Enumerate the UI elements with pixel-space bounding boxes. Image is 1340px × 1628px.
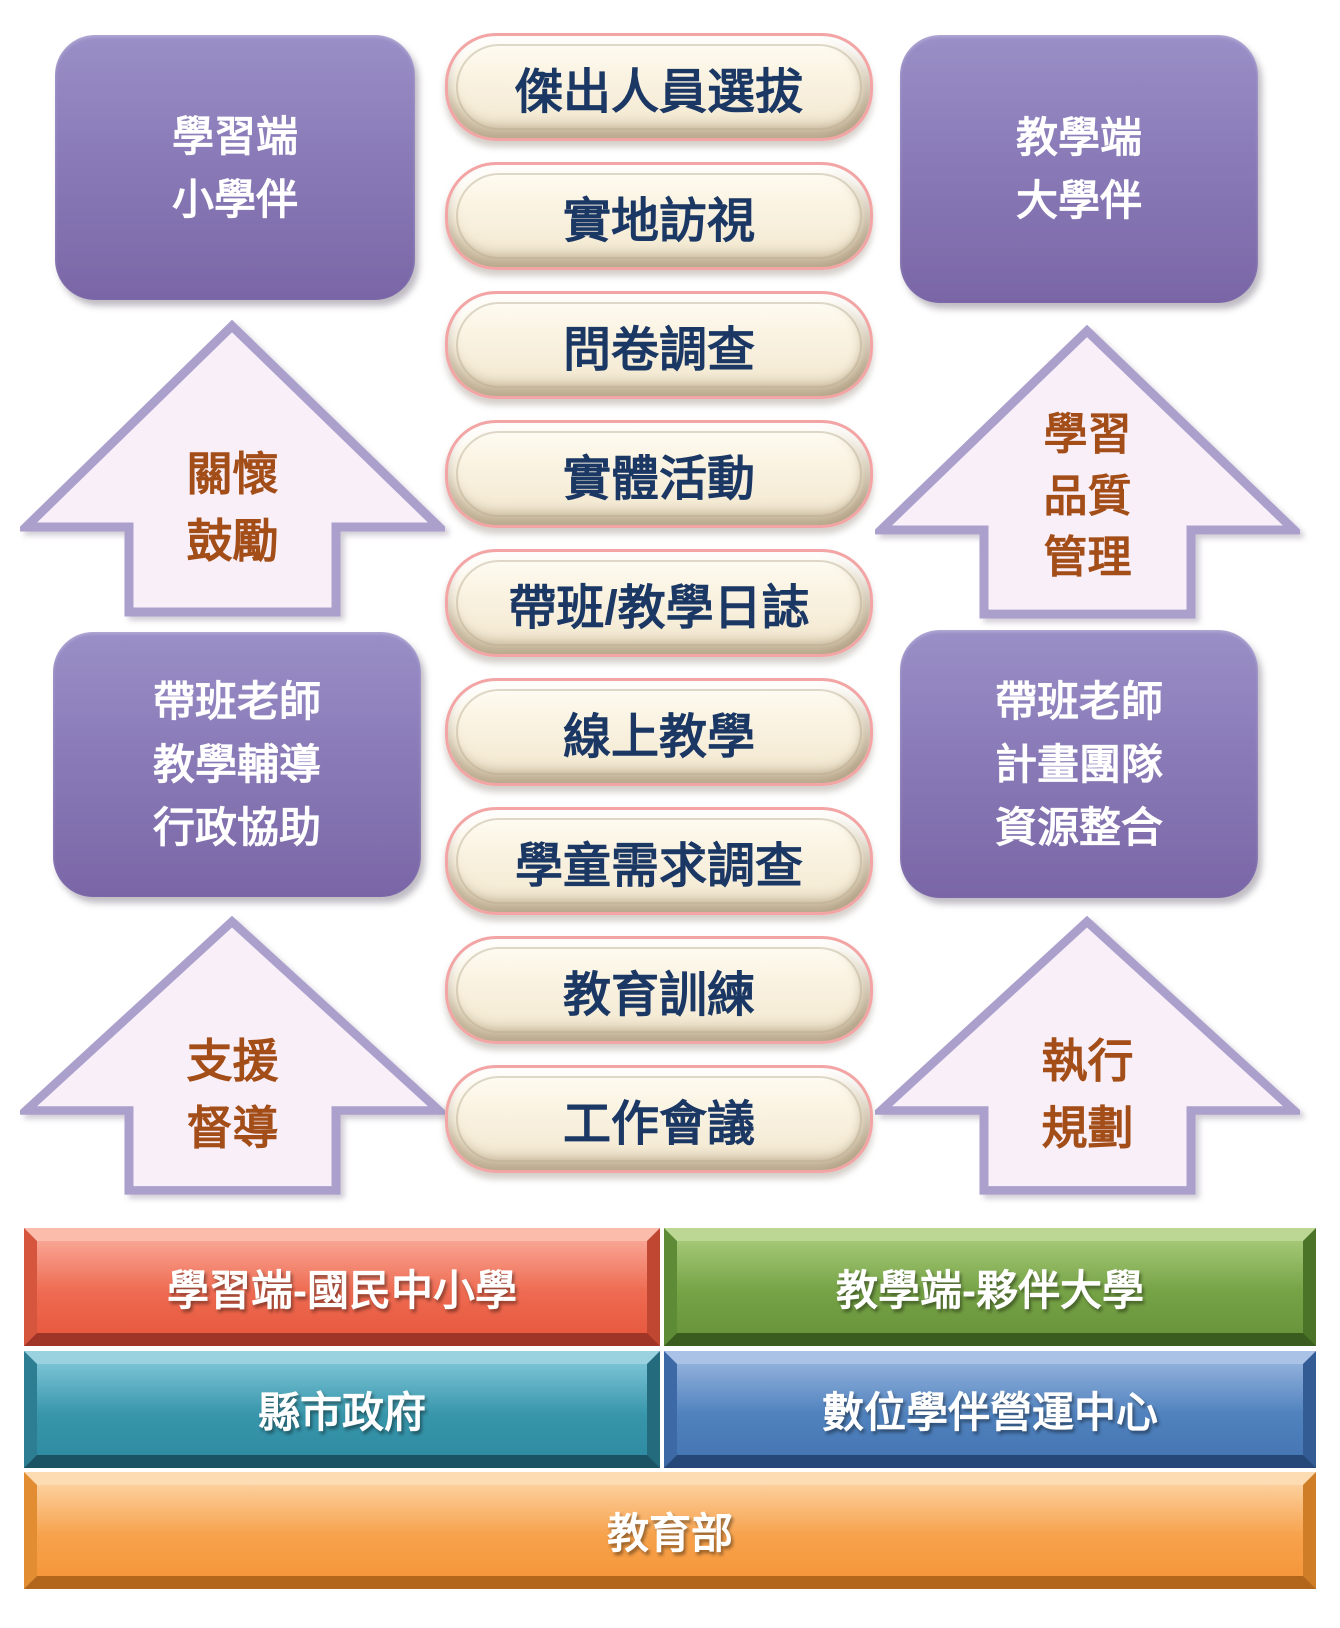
up-arrow-icon <box>875 916 1300 1195</box>
box-line: 大學伴 <box>1015 177 1142 224</box>
pill-student-needs-survey: 學童需求調查 <box>445 807 873 915</box>
pill-label: 工作會議 <box>562 1098 755 1151</box>
box-line: 小學伴 <box>171 175 298 223</box>
box-line: 教學端 <box>1015 114 1142 161</box>
arrow-line: 管理 <box>1043 533 1132 583</box>
arrow-line: 學習 <box>1043 410 1132 460</box>
bar-label: 教育部 <box>606 1510 733 1557</box>
pill-label: 傑出人員選拔 <box>514 66 803 119</box>
box-line: 資源整合 <box>994 803 1163 851</box>
pill-questionnaire-survey: 問卷調查 <box>445 291 873 399</box>
box-line: 帶班老師 <box>994 677 1163 725</box>
box-line: 教學輔導 <box>152 741 321 788</box>
up-arrow-icon <box>20 320 445 617</box>
box-teaching-side-big-partner: 教學端 大學伴 <box>900 35 1258 303</box>
pill-label: 教育訓練 <box>562 969 755 1022</box>
up-arrow-icon <box>875 325 1300 619</box>
pill-field-visit: 實地訪視 <box>445 162 873 270</box>
bar-teaching-side-partner-universities: 教學端-夥伴大學 <box>664 1228 1316 1346</box>
bar-digital-companion-operation-center: 數位學伴營運中心 <box>664 1351 1316 1468</box>
pill-online-teaching: 線上教學 <box>445 678 873 786</box>
box-learning-side-little-partner: 學習端 小學伴 <box>55 35 415 300</box>
bar-label: 縣市政府 <box>257 1389 426 1436</box>
box-line: 計畫團隊 <box>994 740 1163 788</box>
pill-work-meeting: 工作會議 <box>445 1065 873 1173</box>
arrow-line: 支援 <box>186 1035 279 1088</box>
pill-label: 實體活動 <box>562 453 755 506</box>
bar-ministry-of-education: 教育部 <box>24 1472 1316 1589</box>
pill-label: 帶班/教學日誌 <box>508 582 810 635</box>
box-line: 學習端 <box>171 112 298 160</box>
pill-label: 學童需求調查 <box>514 840 803 893</box>
pill-label: 線上教學 <box>562 711 755 764</box>
arrow-line: 品質 <box>1043 471 1132 521</box>
bar-learning-side-schools: 學習端-國民中小學 <box>24 1228 660 1346</box>
arrow-line: 鼓勵 <box>186 515 279 567</box>
up-arrow-execute-plan: 執行 規劃 <box>875 916 1300 1196</box>
pill-label: 實地訪視 <box>562 195 755 248</box>
bar-label: 學習端-國民中小學 <box>167 1266 517 1314</box>
pill-class-teaching-log: 帶班/教學日誌 <box>445 549 873 657</box>
arrow-line: 規劃 <box>1041 1102 1134 1154</box>
bar-label: 數位學伴營運中心 <box>821 1389 1158 1436</box>
pill-outstanding-personnel-selection: 傑出人員選拔 <box>445 33 873 141</box>
up-arrow-learning-quality: 學習 品質 管理 <box>875 325 1300 620</box>
box-line: 行政協助 <box>152 804 321 851</box>
up-arrow-support-supervise: 支援 督導 <box>20 916 445 1196</box>
box-line: 帶班老師 <box>152 678 321 725</box>
box-class-teacher-support: 帶班老師 教學輔導 行政協助 <box>53 632 421 897</box>
up-arrow-icon <box>20 916 445 1195</box>
arrow-line: 督導 <box>186 1102 279 1154</box>
up-arrow-care-encourage: 關懷 鼓勵 <box>20 320 445 618</box>
pill-physical-activity: 實體活動 <box>445 420 873 528</box>
bar-label: 教學端-夥伴大學 <box>836 1266 1144 1314</box>
bar-county-city-government: 縣市政府 <box>24 1351 660 1468</box>
pill-label: 問卷調查 <box>562 324 755 377</box>
arrow-line: 關懷 <box>186 448 279 501</box>
box-class-teacher-team: 帶班老師 計畫團隊 資源整合 <box>900 630 1258 898</box>
arrow-line: 執行 <box>1041 1035 1134 1088</box>
pill-education-training: 教育訓練 <box>445 936 873 1044</box>
